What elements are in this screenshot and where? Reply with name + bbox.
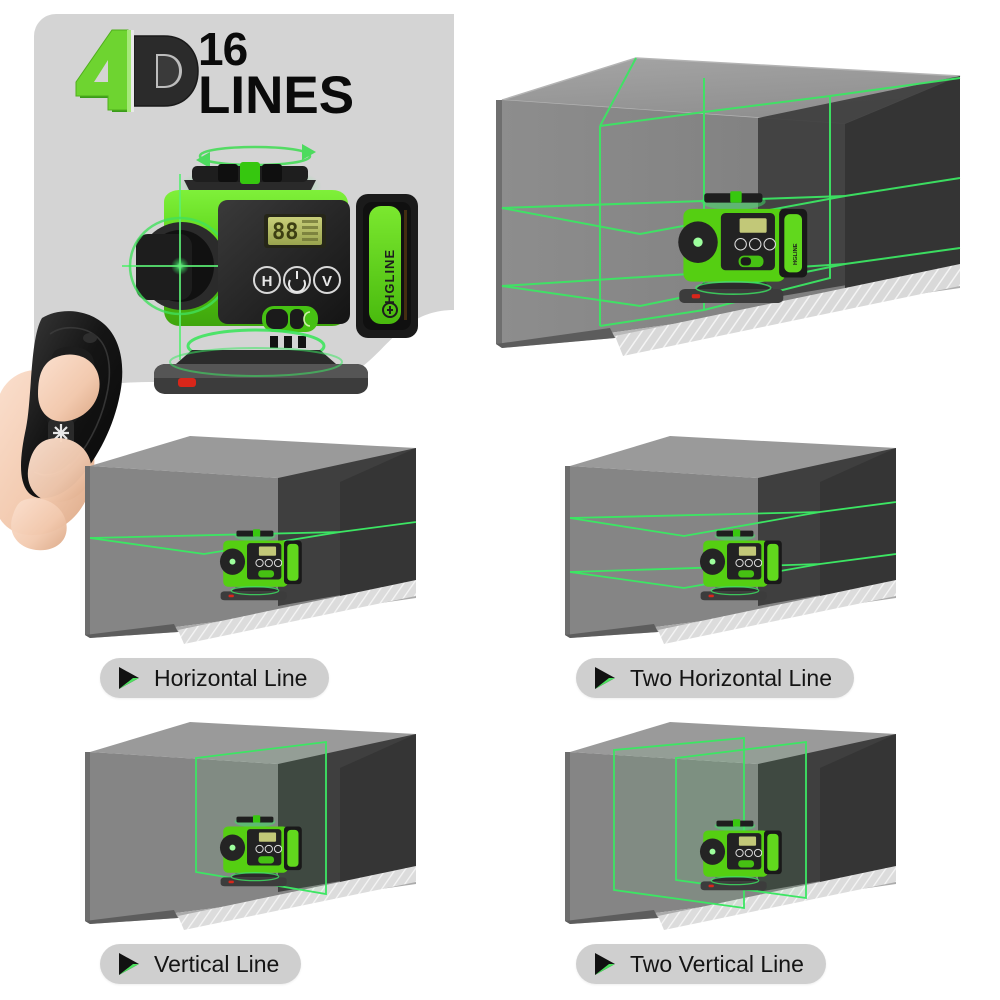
4d-logo: [75, 29, 199, 112]
caption-two-horizontal-line[interactable]: Two Horizontal Line: [576, 658, 854, 698]
room-device: [699, 819, 782, 891]
play-triangle-icon: [595, 667, 615, 689]
rotation-arrow-left-icon: [196, 152, 210, 168]
room-two-vertical-line-illustration: [565, 722, 896, 930]
vertical-button[interactable]: [313, 266, 341, 294]
room-horizontal-line: [78, 420, 463, 655]
hero-headline: 16 LINES: [198, 23, 428, 125]
room-vertical-line-illustration: [85, 722, 416, 930]
room-16-lines-illustration: HGLINE: [496, 57, 961, 356]
battery-brand-label: HGLINE: [382, 249, 397, 304]
room-horizontal-line-illustration: [85, 436, 417, 644]
horizontal-button[interactable]: [253, 266, 281, 294]
power-indicator: [178, 378, 196, 387]
caption-label: Two Horizontal Line: [630, 664, 832, 691]
headline-count: 16: [198, 23, 248, 75]
room-two-vertical-line: [558, 708, 943, 940]
room-device: HGLINE: [678, 191, 808, 303]
caption-two-vertical-line[interactable]: Two Vertical Line: [576, 944, 826, 984]
laser-horizontal-plane-1: [89, 521, 417, 555]
svg-text:HGLINE: HGLINE: [793, 243, 799, 265]
room-two-horizontal-line-illustration: [565, 436, 897, 644]
room-16-lines: HGLINE: [440, 38, 985, 373]
room-device: [699, 529, 782, 601]
device-button-row[interactable]: H V: [253, 266, 341, 294]
power-icon: [288, 271, 306, 293]
room-device: [219, 815, 302, 887]
room-vertical-line: [78, 708, 463, 940]
horizontal-button-label: H: [262, 273, 273, 290]
room-two-horizontal-line: [558, 420, 943, 655]
rotation-arrow-right-icon: [302, 144, 316, 160]
rotation-arrows-icon: [198, 145, 312, 167]
caption-label: Two Vertical Line: [630, 950, 804, 977]
remote-control-in-hand: [0, 311, 123, 551]
4d-laser-level-hero: 88 H V: [122, 144, 418, 394]
play-triangle-icon: [119, 953, 139, 975]
caption-label: Horizontal Line: [154, 664, 308, 691]
remote-led-icon: [83, 333, 97, 343]
caption-vertical-line[interactable]: Vertical Line: [100, 944, 302, 984]
sparkle-icon: [53, 424, 69, 442]
battery-contacts: [404, 210, 407, 320]
hero-panel: 16 LINES: [0, 14, 454, 551]
hgline-logo-icon: [382, 302, 398, 318]
room-device: [219, 529, 302, 601]
lcd-display: 88: [272, 220, 299, 245]
vertical-button-label: V: [322, 273, 332, 290]
play-triangle-icon: [119, 667, 139, 689]
caption-label: Vertical Line: [154, 950, 280, 977]
power-button[interactable]: [283, 266, 311, 294]
play-triangle-icon: [595, 953, 615, 975]
headline-word: LINES: [198, 65, 355, 125]
caption-horizontal-line[interactable]: Horizontal Line: [100, 658, 330, 698]
